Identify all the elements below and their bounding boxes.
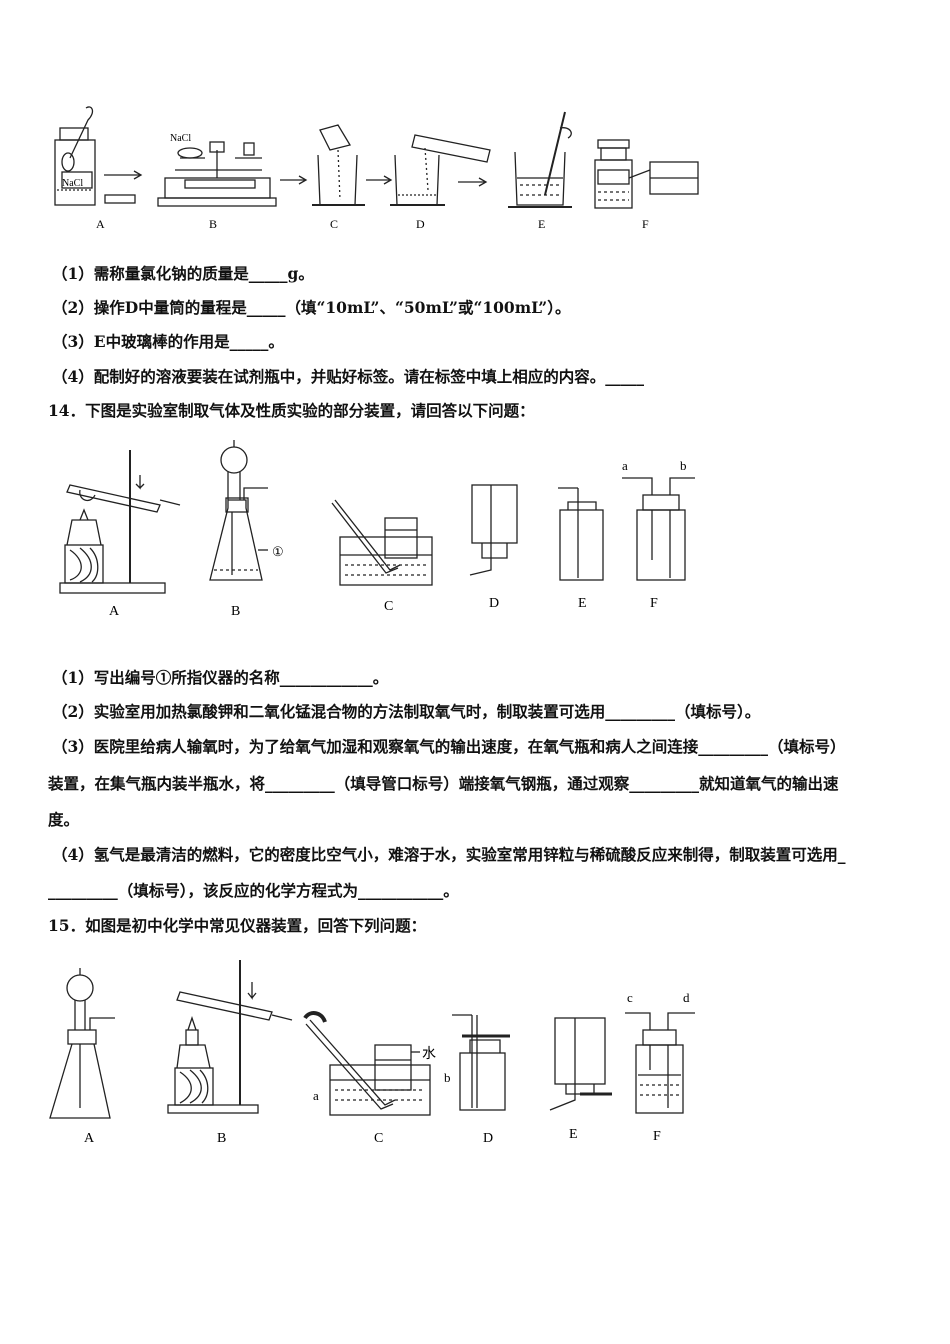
beaker-c [312,124,365,206]
apparatus-a [59,450,181,594]
port-b-q15: b [444,1070,451,1085]
q13-line-3: （3）E中玻璃棒的作用是_____。 [52,332,284,351]
figure-solution-preparation: NaCl NaCl A B C D E F [54,106,699,231]
apparatus-e [558,487,604,581]
figure-q15-apparatus: 水 a b c d A B C D E F [49,960,695,1146]
port-a: a [622,458,628,473]
fig1-label-b: B [209,217,217,231]
fig1-label-e: E [538,217,545,231]
q14-line-3: （3）医院里给病人输氧时，为了给氧气加湿和观察氧气的输出速度，在氧气瓶和病人之间… [52,737,846,756]
fig3-label-e: E [569,1127,578,1142]
beaker-e [508,111,572,208]
apparatus-f [625,1012,695,1114]
nacl-top-label: NaCl [170,133,191,144]
nacl-jar-label: NaCl [62,178,83,189]
fig3-label-c: C [374,1131,383,1146]
q13-line-2: （2）操作D中量筒的量程是_____（填“10mL”、“50mL”或“100mL… [52,298,571,317]
fig2-label-c: C [384,599,393,614]
apparatus-f [622,477,695,581]
fig1-label-a: A [96,217,105,231]
q14-line-7: _________（填标号），该反应的化学方程式为___________。 [48,881,459,900]
q14-line-6: （4）氢气是最清洁的燃料，它的密度比空气小，难溶于水，实验室常用锌粒与稀硫酸反应… [52,845,846,864]
fig1-label-d: D [416,217,425,231]
q14-line-4: 装置，在集气瓶内装半瓶水，将_________（填导管口标号）端接氧气钢瓶，通过… [48,774,839,793]
reagent-jar-a [54,106,96,206]
port-c-q15: c [627,990,633,1005]
q14-line-5: 度。 [48,810,80,829]
water-label: 水 [422,1046,436,1062]
fig1-label-c: C [330,217,338,231]
fig2-label-e: E [578,596,587,611]
apparatus-d [452,1014,510,1111]
apparatus-e [549,1017,612,1111]
fig1-label-f: F [642,217,649,231]
q14-title: 14．下图是实验室制取气体及性质实验的部分装置，请回答以下问题： [48,401,535,420]
q14-line-2: （2）实验室用加热氯酸钾和二氧化锰混合物的方法制取氧气时，制取装置可选用____… [52,702,761,721]
fig3-label-b: B [217,1131,226,1146]
apparatus-b [167,960,293,1114]
apparatus-c [331,499,433,586]
fig3-label-a: A [84,1131,95,1146]
fig2-label-b: B [231,604,240,619]
reagent-bottle-f [594,139,699,209]
fig2-label-a: A [109,604,120,619]
port-a-q15: a [313,1088,319,1103]
apparatus-b [209,440,268,581]
q13-line-1: （1）需称量氯化钠的质量是_____g。 [52,264,314,283]
q14-line-1: （1）写出编号①所指仪器的名称____________。 [52,668,389,687]
fig2-label-d: D [489,596,499,611]
fig3-label-f: F [653,1129,661,1144]
port-d-q15: d [683,990,690,1005]
figure-q14-apparatus: ① a b A B C D E F [59,440,695,619]
beaker-d [390,134,491,206]
apparatus-c [303,1011,431,1116]
fig2-label-f: F [650,596,658,611]
apparatus-a [49,968,115,1119]
marker-1: ① [272,544,284,559]
apparatus-d [469,484,518,576]
q13-line-4: （4）配制好的溶液要装在试剂瓶中，并贴好标签。请在标签中填上相应的内容。____… [52,367,645,386]
q15-title: 15．如图是初中化学中常见仪器装置，回答下列问题： [48,916,427,935]
balance-b [157,141,277,207]
port-b: b [680,458,687,473]
fig3-label-d: D [483,1131,493,1146]
